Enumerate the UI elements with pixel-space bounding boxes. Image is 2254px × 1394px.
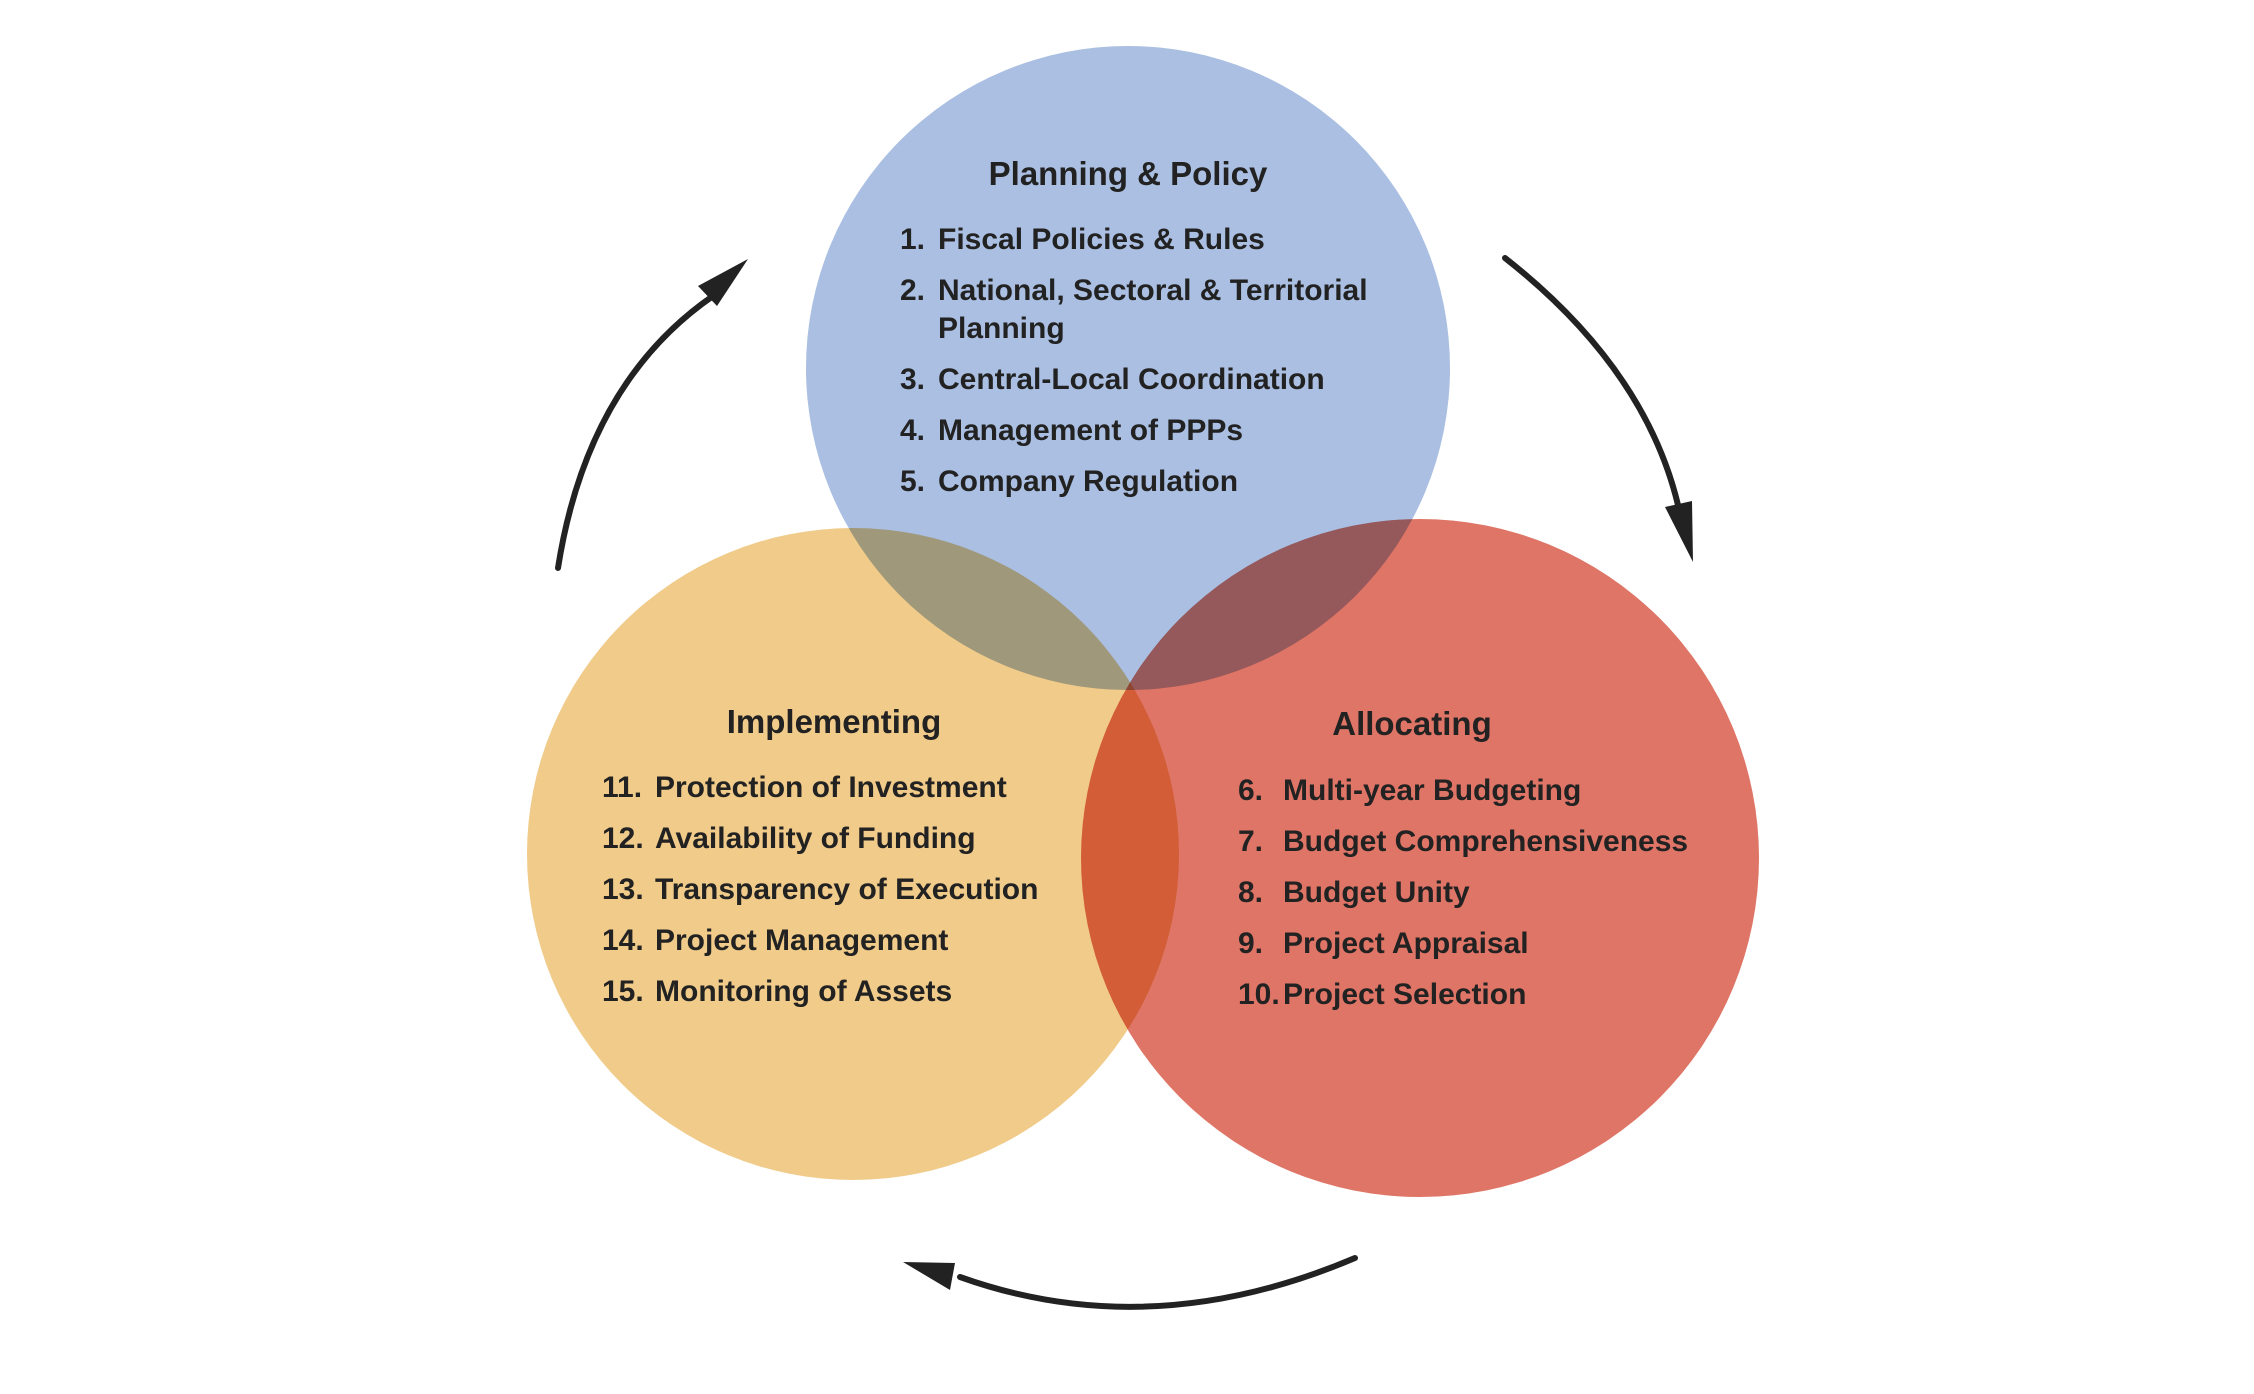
planning-item-label: National, Sectoral & Territorial <box>938 274 1368 307</box>
implementing-title: Implementing <box>727 703 942 740</box>
allocating-list: 6. Multi-year Budgeting 7. Budget Comprehen… <box>1238 774 1688 1011</box>
allocating-item-label: Project Appraisal <box>1283 927 1529 960</box>
implementing-item-label: Project Management <box>655 924 948 957</box>
planning-item-label: Company Regulation <box>938 465 1238 498</box>
planning-item-label: Management of PPPs <box>938 414 1243 447</box>
allocating-circle <box>1081 519 1759 1197</box>
allocating-item-number: 8. <box>1238 876 1263 909</box>
planning-item-number: 3. <box>900 363 925 396</box>
allocating-content: Allocating 6. Multi-year Budgeting 7. Budge… <box>1238 705 1688 1011</box>
planning-circle <box>806 46 1450 690</box>
allocating-title: Allocating <box>1332 705 1492 742</box>
allocating-item-label: Multi-year Budgeting <box>1283 774 1581 807</box>
arrow-implementing-to-planning <box>555 259 748 571</box>
implementing-item-label: Availability of Funding <box>655 822 976 855</box>
planning-item-number: 5. <box>900 465 925 498</box>
implementing-item-number: 12. <box>602 822 644 855</box>
arrow-allocating-to-implementing <box>903 1255 1358 1310</box>
implementing-item-number: 15. <box>602 975 644 1008</box>
arrow-planning-to-allocating <box>1502 255 1693 562</box>
planning-item-number: 1. <box>900 223 925 256</box>
allocating-item-label: Budget Comprehensiveness <box>1283 825 1688 858</box>
planning-title: Planning & Policy <box>989 155 1268 192</box>
venn-circles <box>527 46 1759 1197</box>
implementing-item-label: Monitoring of Assets <box>655 975 952 1008</box>
implementing-item-label: Transparency of Execution <box>655 873 1038 906</box>
implementing-list: 11. Protection of Investment 12. Availabili… <box>602 771 1038 1008</box>
allocating-item-number: 10. <box>1238 978 1280 1011</box>
implementing-content: Implementing 11. Protection of Investment… <box>602 703 1038 1008</box>
implementing-item-number: 14. <box>602 924 644 957</box>
allocating-item-label: Budget Unity <box>1283 876 1470 909</box>
planning-item-label: Planning <box>938 312 1065 345</box>
planning-content: Planning & Policy 1. Fiscal Policies & Ru… <box>900 155 1368 498</box>
planning-item-label: Fiscal Policies & Rules <box>938 223 1265 256</box>
implementing-item-number: 13. <box>602 873 644 906</box>
planning-item-number: 4. <box>900 414 925 447</box>
allocating-item-number: 7. <box>1238 825 1263 858</box>
allocating-item-label: Project Selection <box>1283 978 1526 1011</box>
cycle-arrows <box>555 255 1693 1310</box>
planning-list: 1. Fiscal Policies & Rules 2. National, Sec… <box>900 223 1368 498</box>
implementing-item-number: 11. <box>602 771 642 804</box>
planning-item-label: Central-Local Coordination <box>938 363 1325 396</box>
planning-item-number: 2. <box>900 274 925 307</box>
allocating-item-number: 6. <box>1238 774 1263 807</box>
implementing-item-label: Protection of Investment <box>655 771 1007 804</box>
implementing-circle <box>527 528 1179 1180</box>
allocating-item-number: 9. <box>1238 927 1263 960</box>
